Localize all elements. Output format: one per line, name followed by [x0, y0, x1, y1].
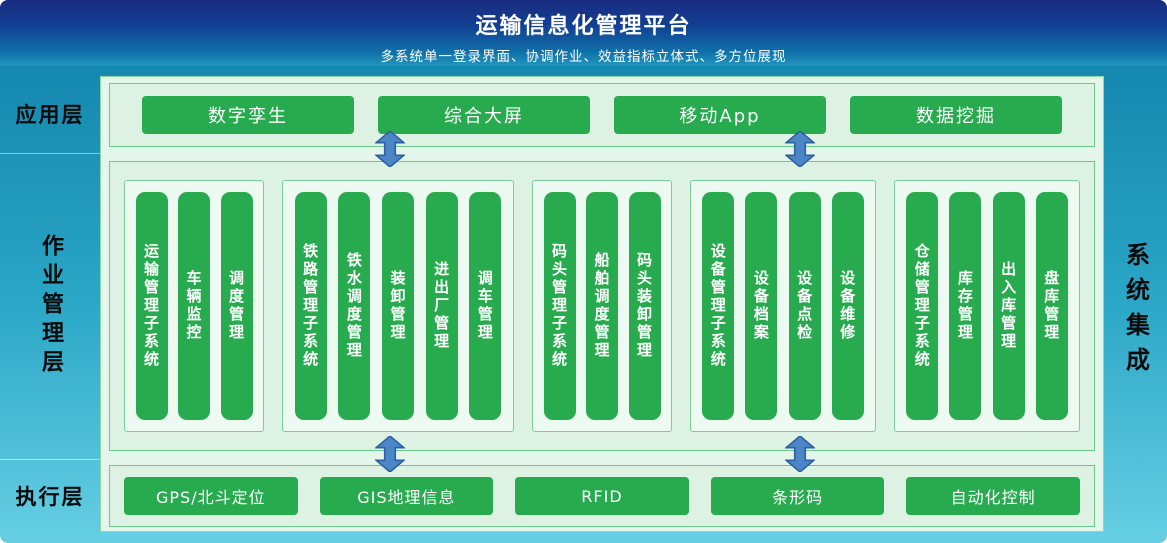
- app-box-data-mining: 数据挖掘: [850, 96, 1062, 134]
- application-layer-row: 数字孪生 综合大屏 移动App 数据挖掘: [109, 83, 1095, 147]
- layer-label-operation-text: 作业管理层: [38, 233, 63, 379]
- operation-layer-row: 运输管理子系统 车辆监控 调度管理 铁路管理子系统 铁水调度管理 装卸管理 进出…: [109, 161, 1095, 451]
- exec-box-gis-geographic: GIS地理信息: [319, 477, 494, 515]
- group-warehouse-management: 仓储管理子系统 库存管理 出入库管理 盘库管理: [894, 180, 1080, 432]
- bar-warehouse-management-subsystem: 仓储管理子系统: [906, 192, 939, 420]
- group-railway-management: 铁路管理子系统 铁水调度管理 装卸管理 进出厂管理 调车管理: [282, 180, 514, 432]
- bidirectional-arrow-icon: [785, 131, 815, 167]
- bar-rail-water-dispatch-management: 铁水调度管理: [338, 192, 371, 420]
- group-wharf-management: 码头管理子系统 船舶调度管理 码头装卸管理: [532, 180, 672, 432]
- bar-equipment-inspection: 设备点检: [788, 192, 821, 420]
- execution-layer-row: GPS/北斗定位 GIS地理信息 RFID 条形码 自动化控制: [109, 465, 1095, 527]
- layer-label-execution: 执行层: [15, 485, 85, 509]
- bidirectional-arrow-icon: [785, 436, 815, 472]
- bar-transport-management-subsystem: 运输管理子系统: [135, 192, 168, 420]
- bar-wharf-management-subsystem: 码头管理子系统: [543, 192, 576, 420]
- bar-railway-management-subsystem: 铁路管理子系统: [294, 192, 327, 420]
- left-strip-divider-bottom: [0, 459, 100, 460]
- exec-box-rfid: RFID: [515, 477, 689, 515]
- content-panel: 数字孪生 综合大屏 移动App 数据挖掘 运输管理子系统 车辆监控 调度管理 铁…: [100, 76, 1104, 532]
- page-subtitle: 多系统单一登录界面、协调作业、效益指标立体式、多方位展现: [380, 49, 787, 65]
- app-box-comprehensive-screen: 综合大屏: [378, 96, 590, 134]
- group-transport-management: 运输管理子系统 车辆监控 调度管理: [124, 180, 264, 432]
- bar-equipment-archives: 设备档案: [745, 192, 778, 420]
- bar-equipment-management-subsystem: 设备管理子系统: [702, 192, 735, 420]
- bar-entry-exit-management: 进出厂管理: [425, 192, 458, 420]
- bar-equipment-maintenance: 设备维修: [831, 192, 864, 420]
- left-strip-divider-top: [0, 153, 100, 154]
- bar-dispatch-management: 调度管理: [220, 192, 253, 420]
- bar-shunting-management: 调车管理: [469, 192, 502, 420]
- page-title: 运输信息化管理平台: [475, 14, 692, 39]
- system-integration-text: 系统集成: [1121, 242, 1150, 382]
- bidirectional-arrow-icon: [375, 436, 405, 472]
- layer-label-operation: 作业管理层: [0, 210, 100, 402]
- app-box-mobile-app: 移动App: [614, 96, 826, 134]
- header-banner: 运输信息化管理平台 多系统单一登录界面、协调作业、效益指标立体式、多方位展现: [0, 0, 1167, 66]
- bar-loading-unloading-management: 装卸管理: [381, 192, 414, 420]
- exec-box-barcode: 条形码: [710, 477, 885, 515]
- layer-label-application: 应用层: [15, 103, 85, 127]
- bar-ship-dispatch-management: 船舶调度管理: [586, 192, 618, 420]
- exec-box-automation-control: 自动化控制: [906, 477, 1080, 515]
- bar-inventory-management: 库存管理: [949, 192, 982, 420]
- group-equipment-management: 设备管理子系统 设备档案 设备点检 设备维修: [690, 180, 876, 432]
- bar-wharf-loading-management: 码头装卸管理: [628, 192, 661, 420]
- app-box-digital-twin: 数字孪生: [142, 96, 354, 134]
- bidirectional-arrow-icon: [375, 131, 405, 167]
- exec-box-gps-beidou: GPS/北斗定位: [124, 477, 298, 515]
- bar-inbound-outbound-management: 出入库管理: [992, 192, 1025, 420]
- system-integration-label: 系统集成: [1105, 222, 1167, 402]
- bar-stocktaking-management: 盘库管理: [1035, 192, 1068, 420]
- bar-vehicle-monitoring: 车辆监控: [178, 192, 210, 420]
